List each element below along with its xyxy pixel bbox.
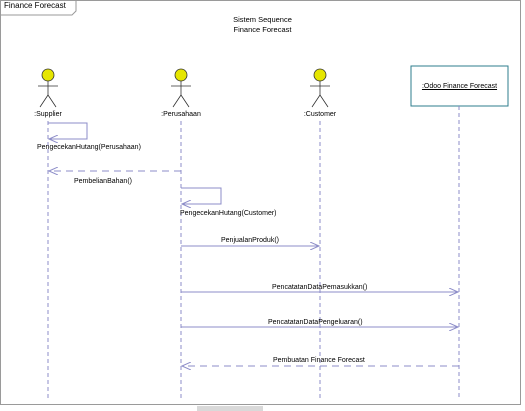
frame-border	[0, 0, 521, 405]
actor-label-customer: :Customer	[303, 111, 337, 118]
diagram-title-line1: Sistem Sequence	[233, 15, 292, 24]
actor-perusahaan-icon	[171, 68, 191, 108]
message-arrow-3	[181, 187, 222, 204]
message-arrow-1	[48, 122, 88, 139]
system-box	[410, 65, 509, 107]
frame-tab	[0, 0, 77, 16]
message-label-1: PengecekanHutang(Perusahaan)	[37, 144, 141, 151]
actor-label-supplier: :Supplier	[34, 111, 62, 118]
actor-supplier-icon	[38, 68, 58, 108]
message-label-5: PencatatanDataPemasukkan()	[272, 284, 368, 291]
message-label-2: PembelianBahan()	[74, 178, 132, 185]
horizontal-scrollbar-thumb[interactable]	[197, 406, 263, 411]
system-box-label: :Odoo Finance Forecast	[421, 82, 498, 90]
actor-customer-icon	[310, 68, 330, 108]
message-label-6: PencatatanDataPengeluaran()	[268, 319, 363, 326]
diagram-title-line2: Finance Forecast	[233, 25, 292, 34]
message-label-4: PenjualanProduk()	[221, 237, 279, 244]
message-label-7: Pembuatan Finance Forecast	[273, 357, 365, 364]
actor-label-perusahaan: :Perusahaan	[161, 111, 201, 118]
diagram-tab-label[interactable]: Finance Forecast	[4, 1, 66, 10]
message-label-3: PengecekanHutang(Customer)	[180, 210, 277, 217]
